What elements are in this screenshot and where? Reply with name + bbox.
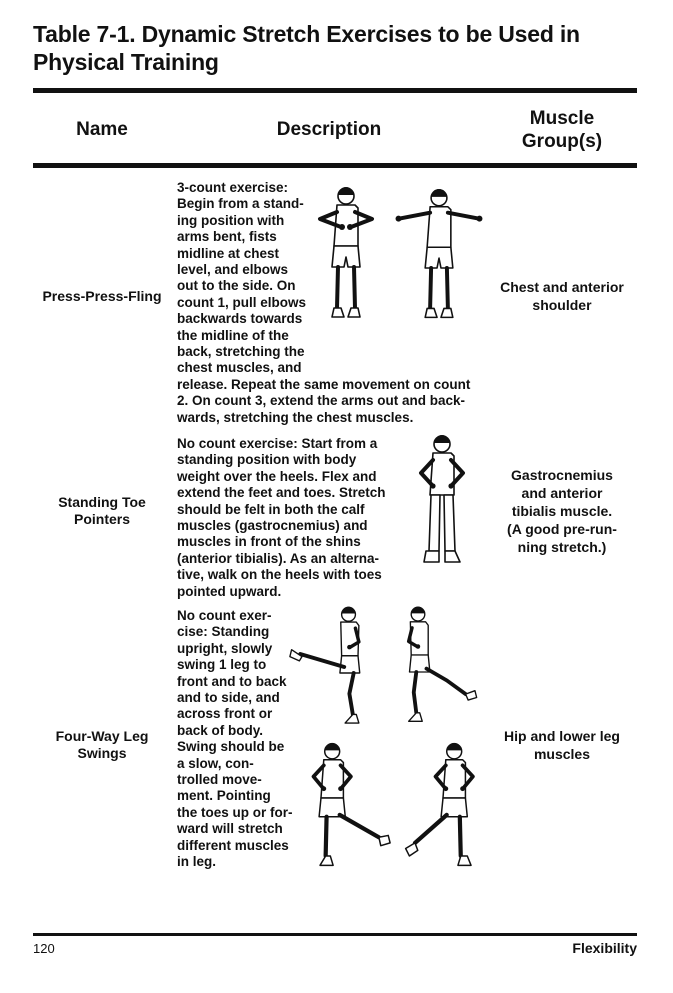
column-header-name: Name [76, 119, 128, 140]
exercise-description-cell: No count exer- cise: Standing upright, s… [171, 600, 487, 890]
footer-divider [33, 933, 637, 936]
exercise-description: No count exer- cise: Standing upright, s… [177, 608, 293, 870]
exercise-description: 3-count exercise: Begin from a stand- in… [177, 180, 471, 425]
muscle-group-cell: Chest and anterior shoulder [487, 170, 637, 422]
back-leg-swing-figure [383, 604, 487, 740]
exercise-illustrations [400, 434, 484, 586]
exercise-name: Four-Way Leg Swings [55, 728, 149, 761]
muscle-group: Chest and anterior shoulder [500, 279, 624, 313]
muscle-group: Hip and lower leg muscles [504, 728, 620, 762]
fling-position-figure [393, 188, 485, 346]
column-header-muscle-groups: Muscle Group(s) [521, 107, 603, 152]
exercise-description-cell: No count exercise: Start from a standing… [171, 422, 487, 600]
exercise-name: Standing Toe Pointers [58, 494, 146, 527]
exercise-illustrations [311, 186, 485, 346]
press-position-figure [311, 186, 381, 346]
column-header-description: Description [276, 119, 382, 140]
table-row: Four-Way Leg Swings No count exer- cise:… [33, 600, 637, 890]
side-leg-swing-figure [301, 742, 397, 884]
across-body-leg-swing-figure [397, 742, 489, 884]
muscle-group-cell: Hip and lower leg muscles [487, 600, 637, 890]
header-divider [33, 163, 637, 168]
exercise-illustrations [283, 604, 495, 884]
exercise-description: No count exercise: Start from a standing… [177, 436, 386, 599]
muscle-group: Gastrocnemius and anterior tibialis musc… [507, 467, 617, 555]
table-body: Press-Press-Fling 3-count exercise: Begi… [33, 170, 637, 890]
front-leg-swing-figure [283, 604, 383, 742]
standing-toe-pointer-figure [400, 434, 484, 586]
exercise-name: Press-Press-Fling [42, 287, 162, 304]
page-number: 120 [33, 941, 55, 956]
page-title: Table 7-1. Dynamic Stretch Exercises to … [33, 21, 580, 75]
table-header-row: Name Description Muscle Group(s) [33, 96, 637, 163]
table-row: Press-Press-Fling 3-count exercise: Begi… [33, 170, 637, 425]
exercise-name-cell: Four-Way Leg Swings [33, 600, 171, 890]
section-name: Flexibility [572, 940, 637, 956]
exercise-name-cell: Standing Toe Pointers [33, 422, 171, 600]
exercise-description-cell: 3-count exercise: Begin from a stand- in… [171, 170, 487, 425]
exercise-name-cell: Press-Press-Fling [33, 170, 171, 422]
page-footer: 120 Flexibility [33, 940, 637, 956]
title-divider [33, 88, 637, 93]
table-row: Standing Toe Pointers No count exercise:… [33, 422, 637, 600]
muscle-group-cell: Gastrocnemius and anterior tibialis musc… [487, 422, 637, 600]
